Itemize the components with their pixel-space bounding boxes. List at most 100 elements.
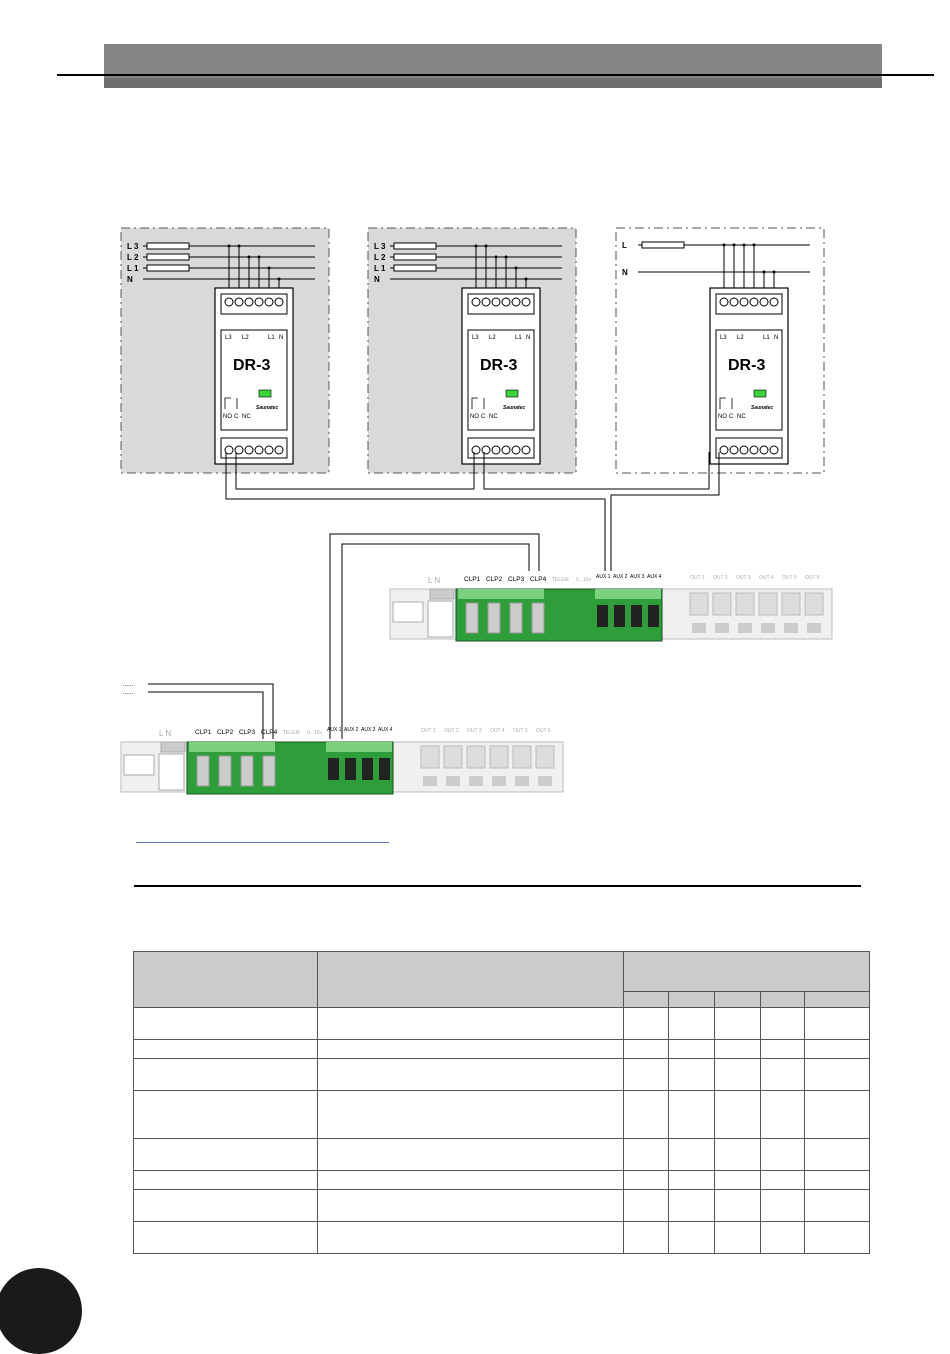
out-label: OUT 2 — [444, 728, 459, 734]
out-terminal — [712, 592, 732, 616]
device-name: DR-3 — [233, 357, 270, 374]
out-label: OUT 4 — [759, 575, 774, 581]
table-cell — [623, 1221, 669, 1254]
signal-wire — [610, 452, 720, 571]
table-cell — [668, 1221, 715, 1254]
table-cell — [760, 1058, 805, 1091]
section-rule — [134, 885, 861, 887]
clp-relay — [262, 755, 276, 787]
header-bar-shadow — [104, 78, 882, 88]
junction-dot — [267, 266, 271, 270]
table-cell — [133, 1138, 318, 1171]
aux-label: AUX 4 — [647, 574, 662, 580]
table-cell — [623, 1007, 669, 1040]
screw-terminal — [729, 297, 739, 307]
table-cell — [133, 1189, 318, 1222]
supply-label: L 2 — [127, 253, 139, 262]
fuse-icon — [641, 241, 685, 249]
terminal-label: N — [526, 335, 530, 341]
table-cell — [623, 1039, 669, 1059]
power-terminal — [429, 588, 455, 600]
supply-label: N — [127, 275, 133, 284]
table-cell — [133, 1007, 318, 1040]
fuse-icon — [146, 253, 190, 261]
screw-terminal — [739, 297, 749, 307]
out-label: OUT 5 — [782, 575, 797, 581]
table-cell — [760, 1138, 805, 1171]
table-cell — [317, 1007, 624, 1040]
out-label: OUT 1 — [421, 728, 436, 734]
out-terminal — [489, 745, 509, 769]
status-led-icon — [258, 389, 272, 398]
brand-logo: Saunatec — [751, 405, 773, 411]
screw-terminal — [759, 297, 769, 307]
terminal-label: L2 — [242, 335, 249, 341]
aux-label: AUX 2 — [344, 727, 359, 733]
clp-label: CLP1 — [464, 576, 481, 583]
terminal-label: L1 — [763, 335, 770, 341]
table-cell — [317, 1221, 624, 1254]
clp-terminal-strip — [189, 742, 275, 752]
screw-terminal — [749, 445, 759, 455]
link-underline[interactable] — [136, 842, 389, 843]
aux-relay — [379, 758, 390, 780]
screw-terminal — [491, 297, 501, 307]
relay-contact-icon — [224, 397, 238, 409]
table-cell — [668, 1007, 715, 1040]
power-terminal — [160, 741, 186, 753]
screw-terminal — [481, 445, 491, 455]
supply-label: L 3 — [127, 242, 139, 251]
screw-terminal — [769, 445, 779, 455]
mid-label: 0...10v — [307, 730, 323, 736]
signal-wire — [225, 452, 606, 571]
table-row — [133, 1138, 871, 1171]
table-row — [133, 1090, 871, 1139]
table-cell — [760, 1189, 805, 1222]
signal-wire — [148, 683, 274, 739]
signal-wire — [235, 452, 475, 490]
out-pad — [738, 623, 752, 633]
table-cell — [803, 1007, 871, 1040]
supply-label: N — [622, 268, 628, 277]
screw-terminal — [521, 445, 531, 455]
ellipsis-mark: ...... — [123, 682, 133, 688]
contact-label: NC — [489, 414, 498, 420]
signal-wire — [483, 452, 709, 490]
screw-terminal — [234, 297, 244, 307]
screw-terminal — [501, 297, 511, 307]
out-label: OUT 3 — [736, 575, 751, 581]
contact-label: NC — [242, 414, 251, 420]
junction-dot — [762, 270, 766, 274]
screw-terminal — [719, 445, 729, 455]
out-label: OUT 2 — [713, 575, 728, 581]
table-cell — [803, 1138, 871, 1171]
brand-logo: Saunatec — [256, 405, 278, 411]
table-cell — [714, 1090, 761, 1139]
supply-label: L 1 — [374, 264, 386, 273]
aux-label: AUX 3 — [630, 574, 645, 580]
out-pad — [515, 776, 529, 786]
junction-dot — [722, 243, 726, 247]
table-cell — [317, 1090, 624, 1139]
terminal-label: L1 — [515, 335, 522, 341]
table-cell — [668, 1170, 715, 1190]
clp-terminal-strip — [458, 589, 544, 599]
junction-dot — [237, 244, 241, 248]
screw-terminal — [264, 445, 274, 455]
table-cell — [760, 1221, 805, 1254]
table-cell — [317, 1138, 624, 1171]
out-terminal — [512, 745, 532, 769]
aux-label: AUX 1 — [596, 574, 611, 580]
screw-terminal — [719, 297, 729, 307]
terminal-label: N — [774, 335, 778, 341]
clp-relay — [218, 755, 232, 787]
out-terminal — [758, 592, 778, 616]
clp-label: CLP3 — [239, 729, 256, 736]
terminal-label: L1 — [268, 335, 275, 341]
table-cell — [623, 1058, 669, 1091]
brand-logo: Saunatec — [503, 405, 525, 411]
screw-terminal — [471, 445, 481, 455]
terminal-label: L2 — [489, 335, 496, 341]
table-row — [133, 1170, 871, 1190]
